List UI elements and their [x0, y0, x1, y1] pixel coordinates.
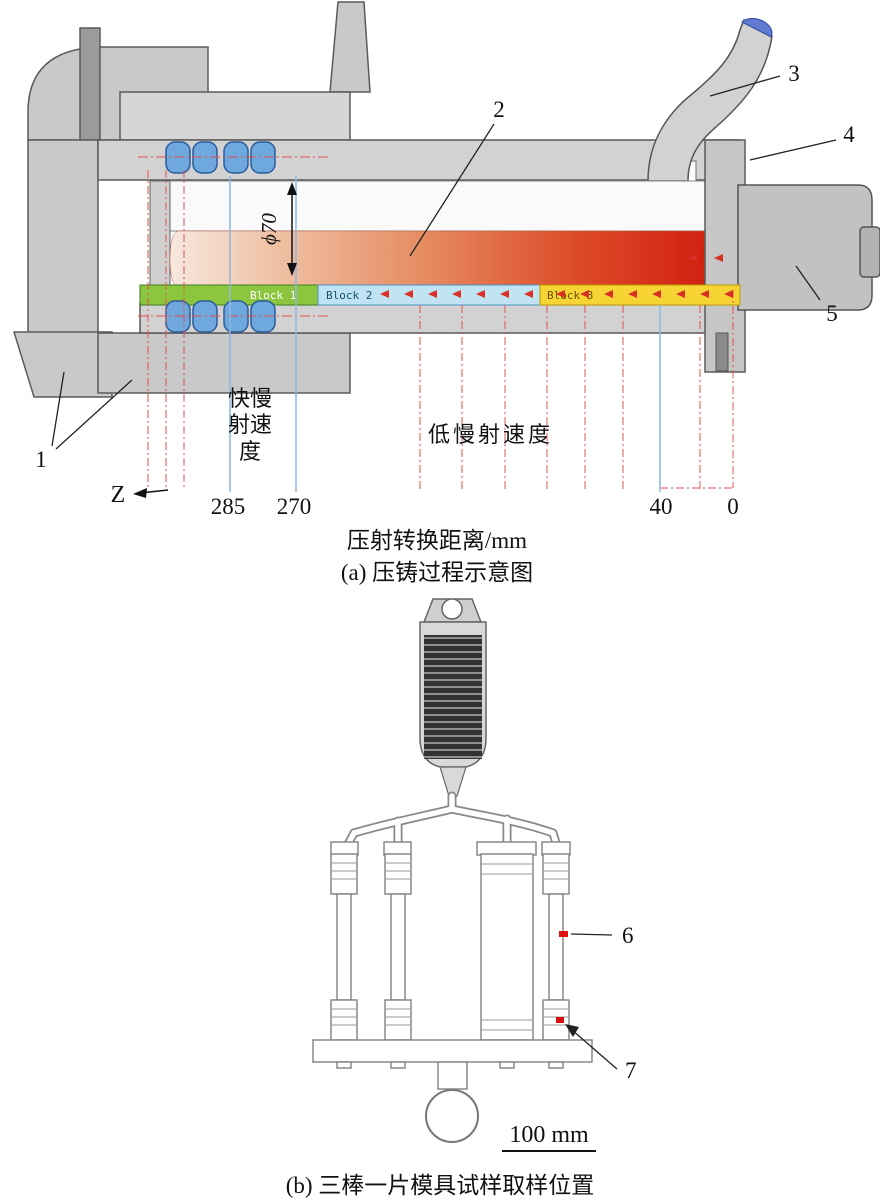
- biscuit-top-hole: [441, 598, 463, 620]
- mesh-block-2-label: Block 2: [326, 289, 372, 302]
- tick-40: 40: [650, 494, 673, 519]
- caption-panel-b: (b) 三棒一片模具试样取样位置: [285, 1173, 595, 1198]
- mesh-block-1-label: Block 1: [250, 289, 296, 302]
- callout-6-label: 6: [622, 923, 634, 948]
- dimension-phi70: ϕ70: [257, 182, 297, 276]
- callout-4: 4: [843, 122, 855, 147]
- label-low-slow-speed: 低慢射速度: [428, 422, 554, 447]
- centerlines: [138, 156, 330, 317]
- test-bar-1: [330, 853, 358, 1041]
- test-bar-2: [384, 853, 412, 1041]
- callout-7-arrowhead: [565, 1024, 579, 1037]
- callout-5: 5: [826, 301, 838, 326]
- sleeve-bore: [169, 180, 741, 232]
- callout-1: 1: [35, 447, 47, 472]
- biscuit: [419, 598, 487, 797]
- test-specimens: [330, 853, 570, 1041]
- sprue-taper: [439, 766, 467, 797]
- bottom-sprue-tube: [437, 1061, 468, 1090]
- dim-arrow-down: [287, 263, 297, 276]
- callout-3: 3: [788, 61, 800, 86]
- biscuit-stripes: [424, 635, 482, 759]
- spout-rim: [741, 18, 773, 38]
- axis-ticks: 285 270 40 0: [211, 494, 739, 519]
- panel-a-schematic: Block 1 Block 2 Block 3: [12, 1, 880, 519]
- bar-ridges: [331, 862, 569, 1031]
- cover-plate: [119, 91, 351, 141]
- gate-pads: [330, 841, 571, 856]
- callout-lines: [51, 75, 837, 450]
- sample-mark-7: [556, 1017, 564, 1023]
- guide-lines-red: [147, 170, 734, 490]
- callout-7-label: 7: [625, 1058, 637, 1083]
- clamp-stud: [79, 27, 101, 141]
- callout-2: 2: [493, 97, 505, 122]
- mesh-block-3: [539, 284, 741, 306]
- runner-system: [330, 791, 571, 856]
- machine-housing: [12, 1, 371, 398]
- mesh-blocks: Block 1 Block 2 Block 3: [139, 284, 741, 306]
- top-tower: [329, 1, 371, 93]
- bottom-block: [97, 332, 351, 394]
- label-fast-slow-speed: 快慢 射速 度: [227, 386, 272, 464]
- diameter-label: ϕ70: [257, 213, 281, 245]
- mesh-block-3-label: Block 3: [547, 289, 593, 302]
- scale-label: 100 mm: [509, 1122, 589, 1148]
- panel-b-casting: 6 7 100 mm: [312, 598, 637, 1152]
- guide-lines-blue: [229, 176, 661, 492]
- tick-285: 285: [211, 494, 246, 519]
- melt-flow-arrows: [380, 254, 733, 298]
- overflow-bar: [312, 1039, 593, 1090]
- test-plate: [480, 853, 534, 1041]
- sprue-ball: [425, 1089, 479, 1143]
- z-axis-arrow: Z: [111, 482, 169, 508]
- sample-mark-6: [559, 931, 568, 937]
- plunger: [737, 184, 880, 311]
- dim-arrow-up: [287, 182, 297, 195]
- tick-0: 0: [727, 494, 739, 519]
- tick-270: 270: [277, 494, 312, 519]
- molten-metal: [169, 230, 741, 288]
- test-bar-3: [542, 853, 570, 1041]
- machine-foot: [12, 331, 113, 398]
- callout-7: 7: [565, 1024, 637, 1083]
- scale-bar: 100 mm: [502, 1122, 596, 1152]
- callout-labels: 1 2 3 4 5: [35, 61, 855, 472]
- pour-spout: [647, 18, 773, 182]
- z-axis-label: Z: [111, 482, 126, 508]
- z-arrowhead: [133, 488, 147, 498]
- callout-6: 6: [570, 923, 634, 948]
- caption-panel-a: (a) 压铸过程示意图: [340, 560, 534, 585]
- axis-title: 压射转换距离/mm: [346, 528, 528, 553]
